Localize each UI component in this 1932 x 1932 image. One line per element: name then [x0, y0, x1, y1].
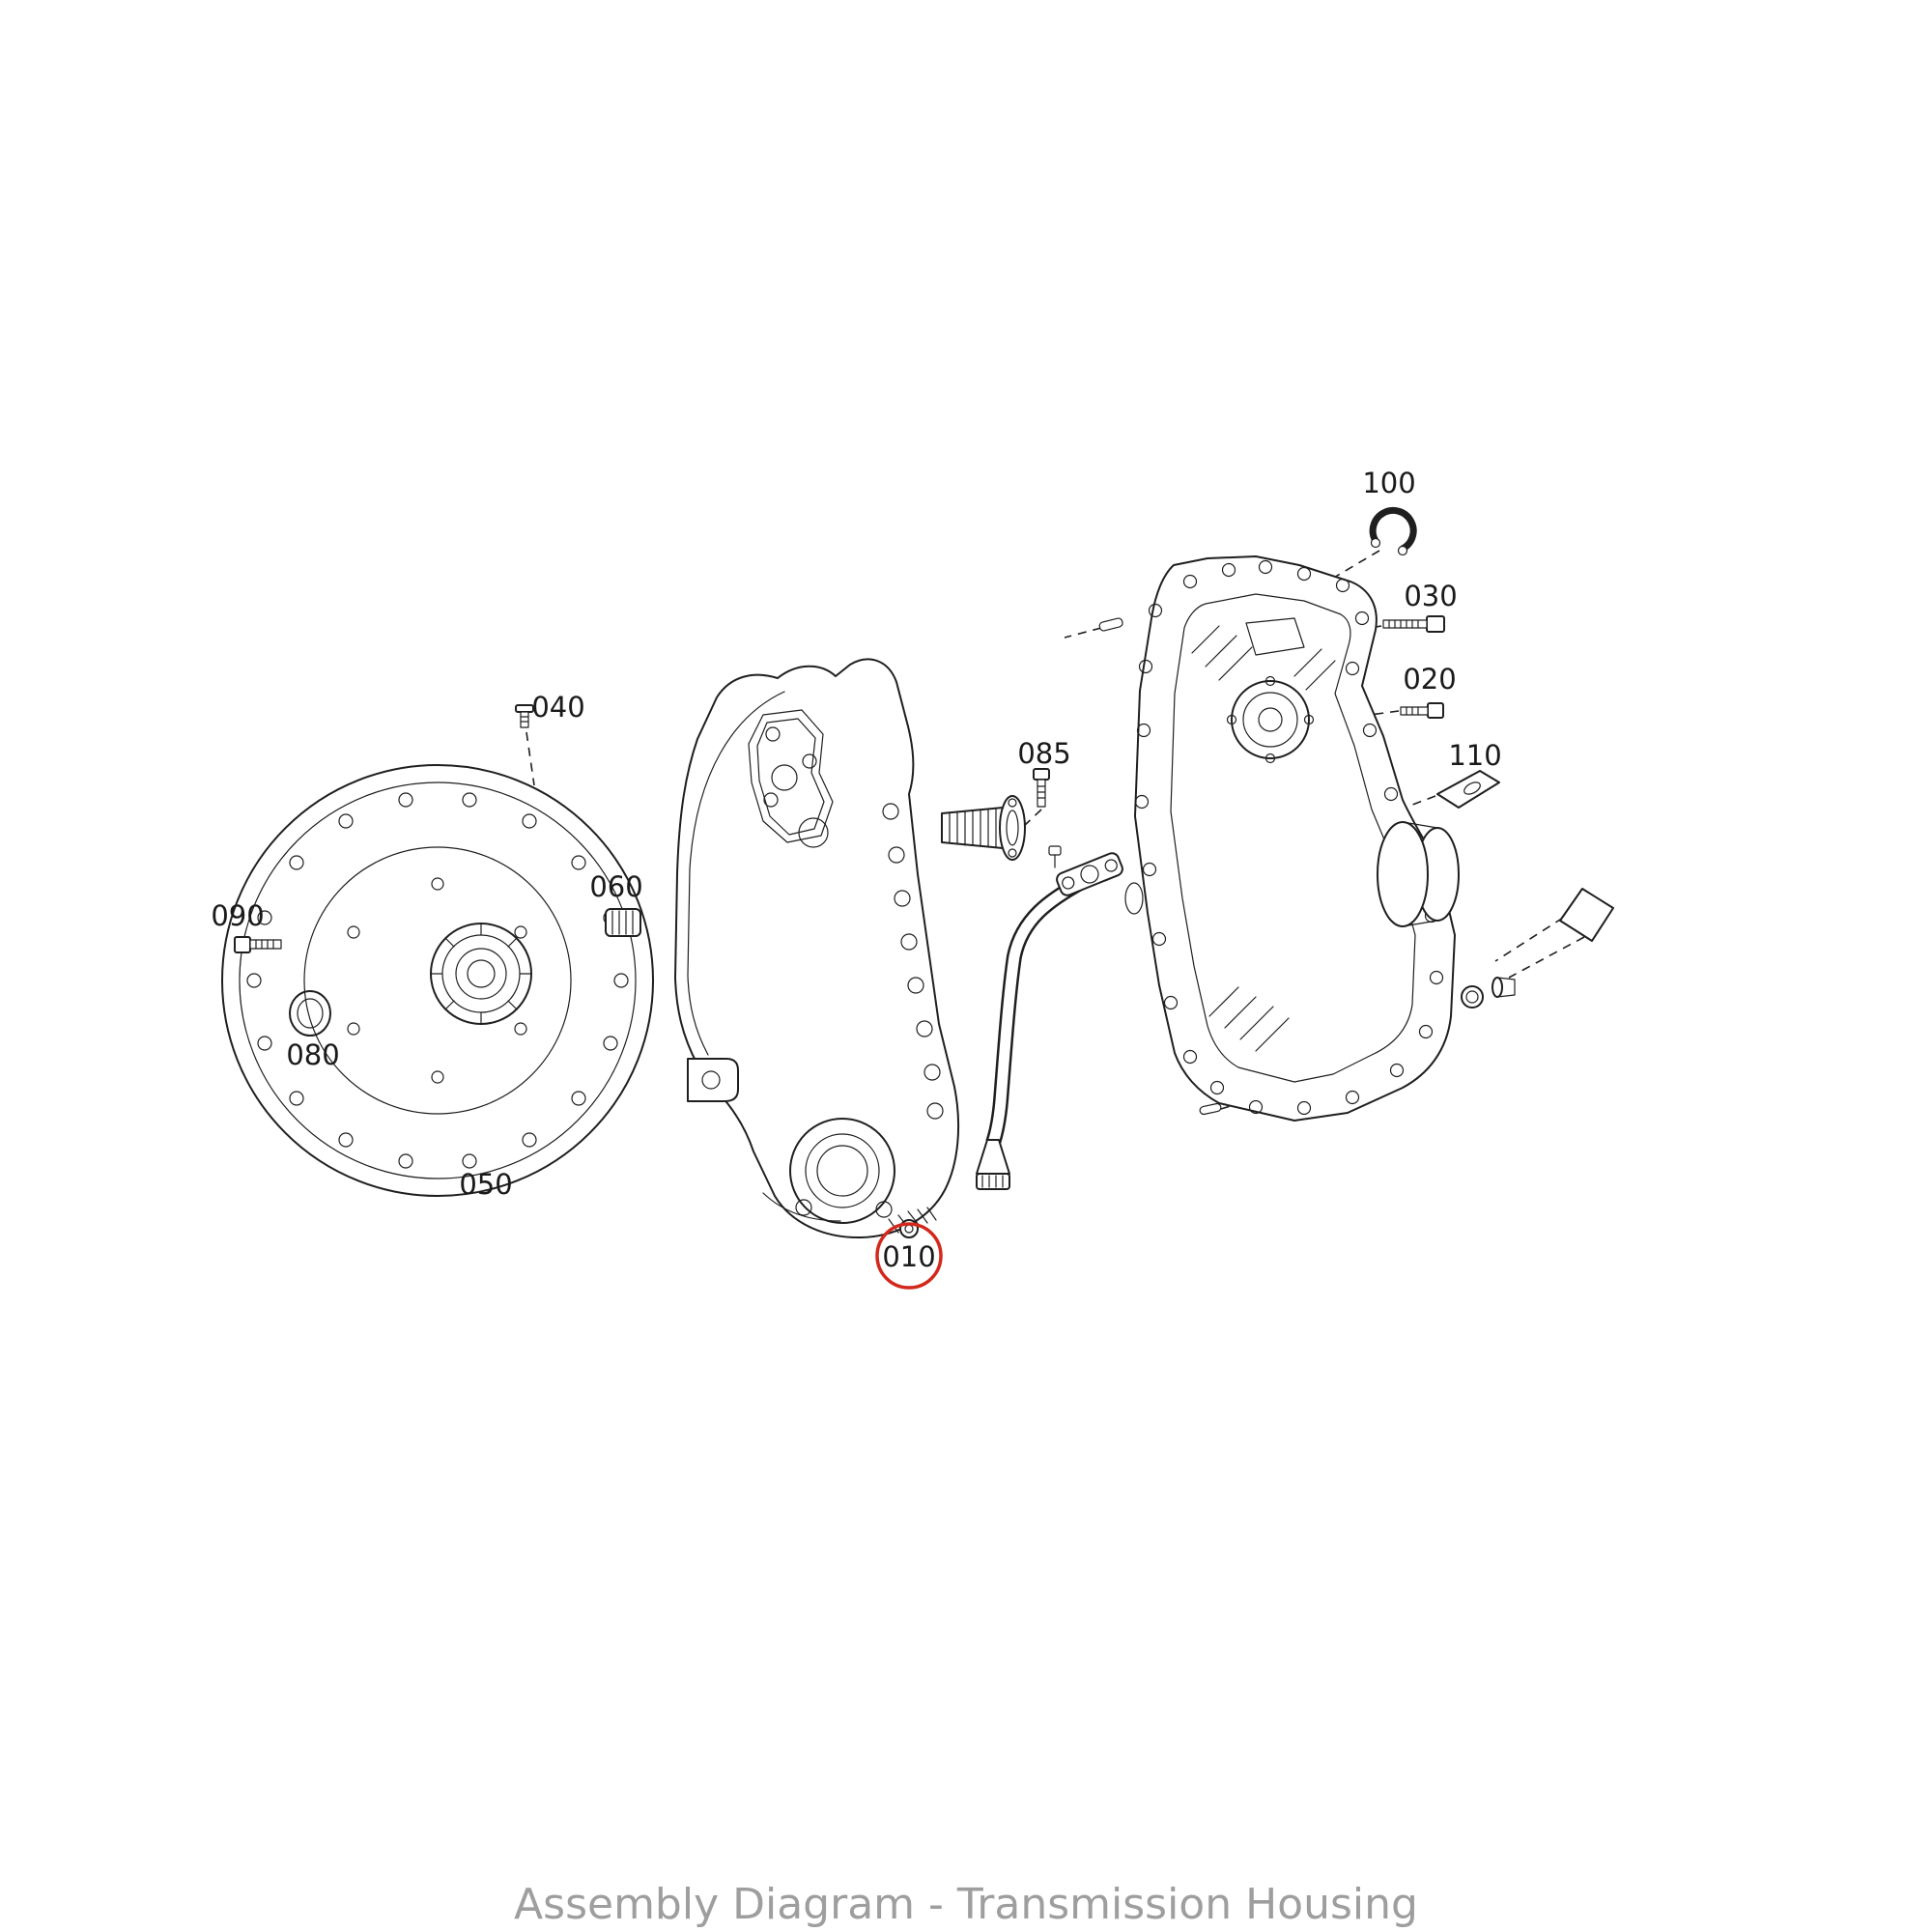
tube-flange-bolt — [1048, 845, 1062, 868]
front-cover-window-holes — [763, 726, 829, 848]
leader-085 — [1023, 809, 1042, 827]
rear-housing-hatching — [1191, 625, 1336, 1052]
front-cover-flange-holes — [882, 803, 944, 1120]
rear-housing-bearing-bore — [1226, 675, 1315, 764]
part-drawing-bolt-085 — [1033, 768, 1050, 808]
rear-housing-inner-opening — [1170, 593, 1416, 1083]
part-drawing-bracket-110 — [1436, 770, 1500, 809]
part-drawing-bolt-090 — [234, 936, 282, 953]
leader-pin-top — [1064, 627, 1102, 639]
part-drawing-front-cover — [674, 658, 960, 1239]
bell-housing-hub — [430, 923, 532, 1025]
part-drawing-shim-gasket — [1559, 888, 1614, 942]
part-drawing-oil-suction-tube — [976, 845, 1144, 1190]
leader-gasket-b — [1508, 936, 1585, 979]
part-drawing-screw-040 — [515, 704, 534, 728]
part-drawing-oring-small — [1461, 985, 1484, 1009]
tube-gasket — [1124, 882, 1144, 915]
dowel-pin-bottom — [1199, 1102, 1222, 1116]
dowel-pin-top — [1098, 617, 1123, 632]
callout-label-085: 085 — [1017, 737, 1070, 770]
callout-label-080: 080 — [286, 1038, 339, 1071]
leader-040 — [526, 731, 535, 786]
part-drawing-rear-housing — [1098, 555, 1460, 1122]
part-drawing-bushing-060 — [605, 908, 641, 937]
rear-housing-boss — [1377, 821, 1460, 927]
rear-housing-rim-holes — [1134, 559, 1444, 1116]
diagram-caption: Assembly Diagram - Transmission Housing — [514, 1880, 1418, 1929]
tube-strainer — [976, 1139, 1010, 1190]
part-drawing-bolt-020 — [1400, 702, 1444, 719]
part-drawing-splined-shaft — [941, 795, 1026, 861]
leader-gasket-a — [1494, 917, 1564, 962]
tube-flange — [1056, 852, 1123, 896]
callout-label-020: 020 — [1403, 663, 1456, 696]
rear-housing-outline — [1134, 555, 1456, 1122]
callout-label-050: 050 — [459, 1168, 512, 1201]
callout-label-040: 040 — [531, 691, 584, 724]
callout-label-110: 110 — [1448, 739, 1501, 772]
highlight-circle-010 — [875, 1222, 943, 1290]
callout-label-010: 010 — [882, 1240, 935, 1273]
part-drawing-bolt-030 — [1382, 615, 1445, 633]
callout-label-030: 030 — [1404, 580, 1457, 612]
callout-label-060: 060 — [589, 870, 642, 903]
callout-label-100: 100 — [1362, 467, 1415, 499]
callout-labels: 010 020 030 040 050 060 080 085 090 100 … — [211, 467, 1501, 1273]
part-drawing-plug-small — [1492, 977, 1516, 998]
part-drawing-bell-housing-050 — [221, 764, 654, 1197]
callout-label-090: 090 — [211, 899, 264, 932]
part-drawing-seal-ring-080 — [289, 990, 331, 1037]
part-drawing-retaining-clip-100 — [1369, 506, 1417, 556]
bell-housing-face-holes — [347, 877, 527, 1084]
